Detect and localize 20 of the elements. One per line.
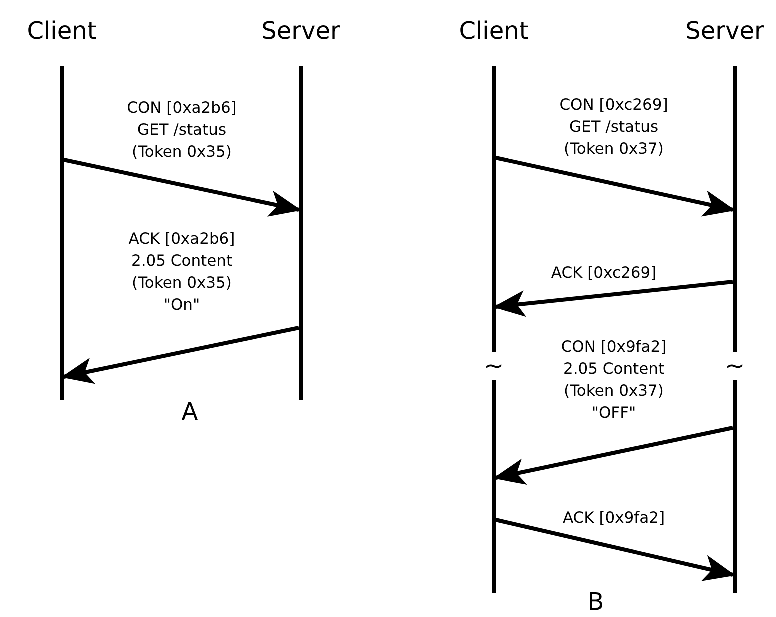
edge-label: CON [0xc269] GET /status (Token 0x37) xyxy=(558,95,670,160)
edge-label: CON [0x9fa2] 2.05 Content (Token 0x37) "OFF" xyxy=(560,337,668,424)
edge-label: ACK [0xa2b6] 2.05 Content (Token 0x35) "On" xyxy=(128,229,236,316)
arrow xyxy=(61,326,300,384)
panel-letter: A xyxy=(182,398,198,426)
arrow xyxy=(496,156,736,217)
panel-letter: B xyxy=(588,588,604,616)
edge-label: ACK [0xc269] xyxy=(550,263,658,284)
arrow xyxy=(493,280,734,318)
lifeline-heading: Client xyxy=(27,16,97,46)
arrow xyxy=(64,158,302,217)
lifeline-heading: Client xyxy=(459,16,529,46)
arrow xyxy=(496,518,736,582)
arrow xyxy=(493,426,734,485)
break-mark: ~ xyxy=(484,352,504,380)
break-mark: ~ xyxy=(724,352,746,380)
lifeline-heading: Server xyxy=(262,16,340,46)
edge-label: CON [0xa2b6] GET /status (Token 0x35) xyxy=(126,98,238,163)
lifeline-heading: Server xyxy=(686,16,764,46)
edge-label: ACK [0x9fa2] xyxy=(562,508,666,529)
